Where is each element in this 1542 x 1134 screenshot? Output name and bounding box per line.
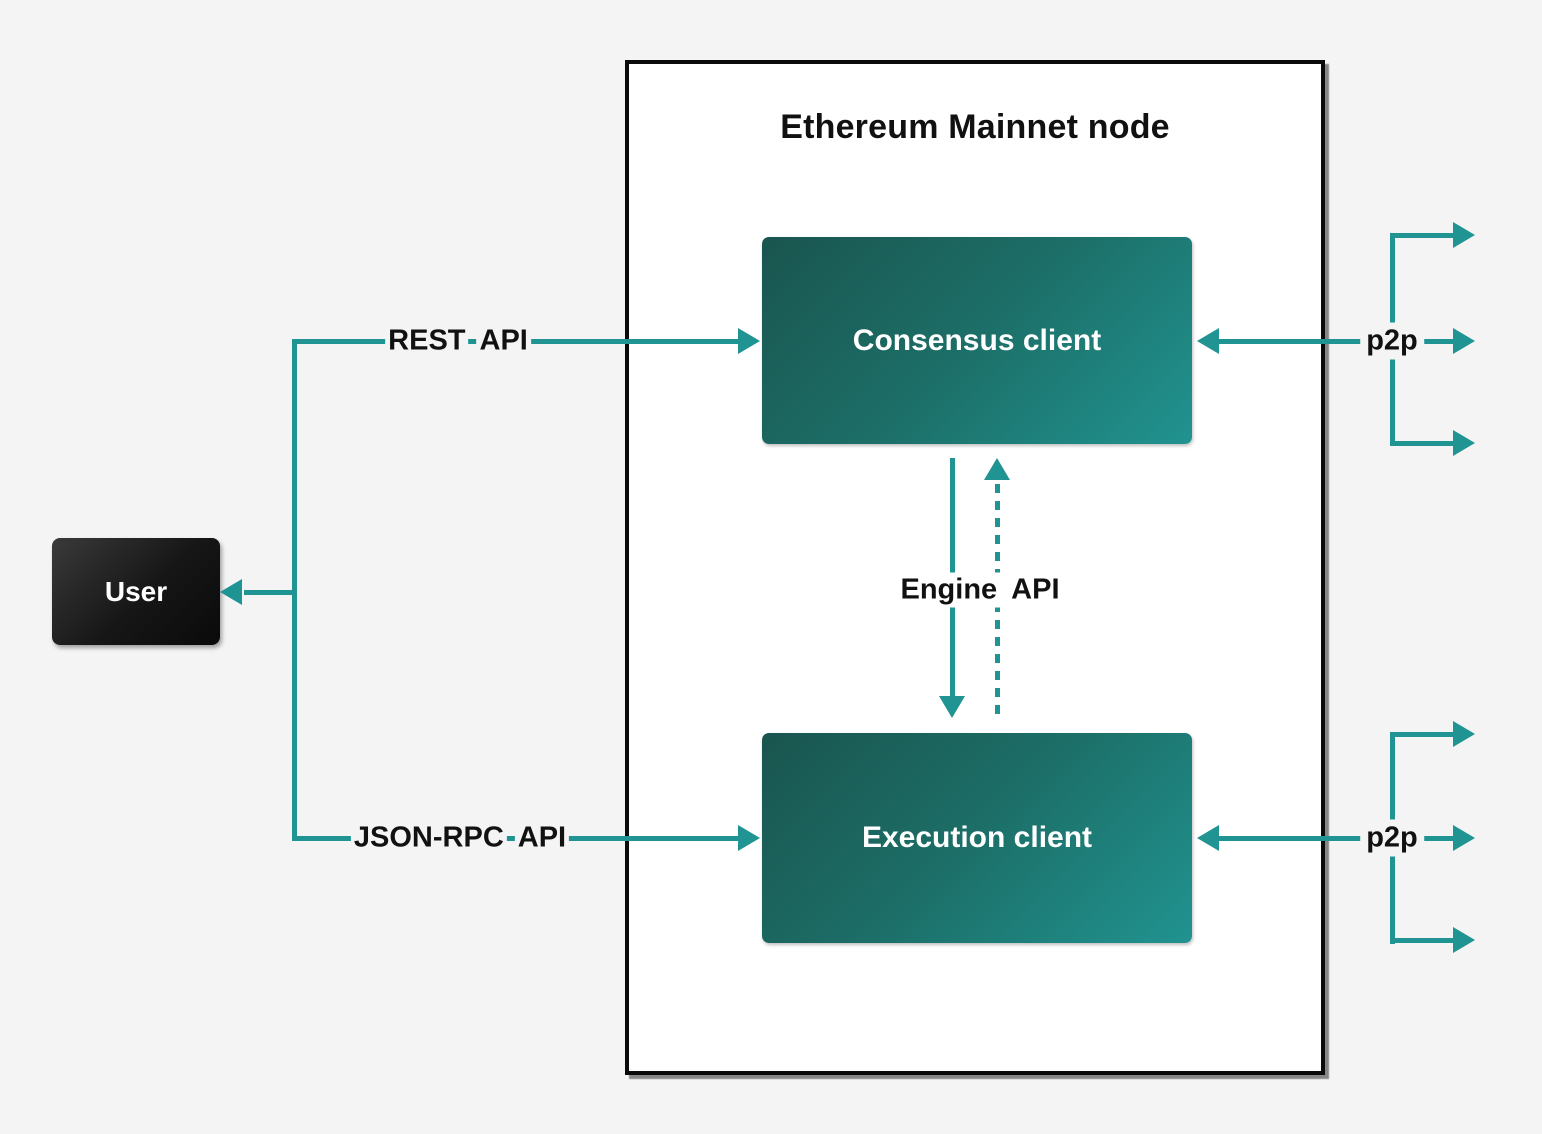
arrowhead-right-icon: [1453, 825, 1475, 851]
p2p-execution-in-line: [1219, 836, 1395, 841]
user-connector-line: [244, 590, 294, 595]
p2p-consensus-in-line: [1219, 339, 1395, 344]
arrowhead-left-icon: [1197, 825, 1219, 851]
p2p-execution-out-bottom-line: [1390, 938, 1458, 943]
arrowhead-right-icon: [1453, 430, 1475, 456]
p2p-label-execution: p2p: [1360, 819, 1424, 857]
arrowhead-right-icon: [738, 825, 760, 851]
engine-api-label: Engine API: [897, 572, 1063, 608]
json-rpc-api-label: JSON-RPC API: [350, 820, 570, 856]
panel-title: Ethereum Mainnet node: [780, 108, 1170, 146]
rest-api-label: REST API: [385, 323, 531, 359]
arrowhead-right-icon: [1453, 222, 1475, 248]
p2p-consensus-out-bottom-line: [1390, 441, 1458, 446]
arrowhead-right-icon: [1453, 328, 1475, 354]
p2p-execution-out-mid-line: [1395, 836, 1457, 841]
p2p-consensus-out-top-line: [1390, 233, 1458, 238]
arrowhead-right-icon: [1453, 721, 1475, 747]
consensus-client-node: Consensus client: [762, 237, 1192, 444]
execution-client-label: Execution client: [861, 821, 1093, 854]
arrowhead-left-icon: [220, 579, 242, 605]
user-node: User: [52, 538, 220, 645]
arrowhead-right-icon: [738, 328, 760, 354]
consensus-client-label: Consensus client: [852, 323, 1102, 357]
p2p-label-consensus: p2p: [1360, 322, 1424, 360]
arrowhead-left-icon: [1197, 328, 1219, 354]
arrowhead-down-icon: [939, 696, 965, 718]
p2p-consensus-out-mid-line: [1395, 339, 1457, 344]
execution-client-node: Execution client: [762, 733, 1192, 943]
user-trunk-connector-line: [292, 339, 297, 841]
user-label: User: [104, 575, 168, 607]
p2p-execution-out-top-line: [1390, 732, 1458, 737]
arrowhead-up-icon: [984, 458, 1010, 480]
arrowhead-right-icon: [1453, 927, 1475, 953]
